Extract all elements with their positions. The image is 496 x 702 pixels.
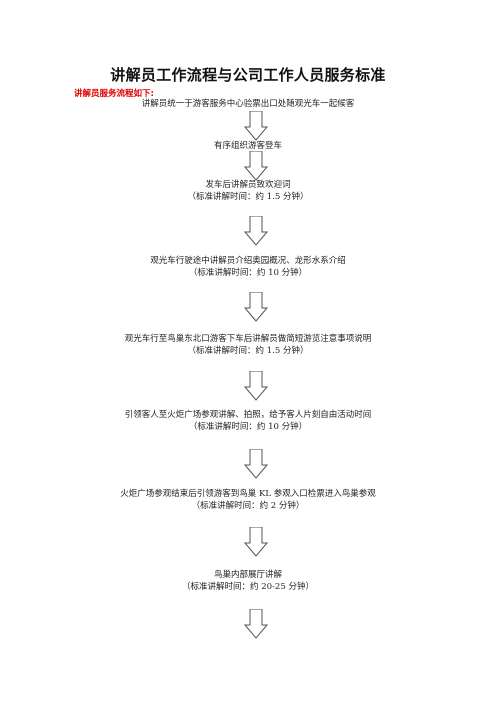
down-arrow-icon: [244, 609, 268, 639]
section-subtitle: 讲解员服务流程如下:: [74, 89, 154, 99]
step-text: 观光车行至鸟巢东北口游客下车后讲解员做简短游览注意事项说明: [124, 334, 372, 344]
down-arrow-icon: [244, 292, 268, 322]
step-duration: （标准讲解时间：约 10 分钟）: [188, 268, 308, 278]
step-duration: （标准讲解时间：约 10 分钟）: [188, 422, 308, 432]
flow-step-4: 观光车行驶途中讲解员介绍奥园概况、龙形水系介绍 （标准讲解时间：约 10 分钟）: [0, 255, 496, 279]
flow-step-5: 观光车行至鸟巢东北口游客下车后讲解员做简短游览注意事项说明 （标准讲解时间：约 …: [0, 333, 496, 357]
step-duration: （标准讲解时间：约 20-25 分钟）: [182, 582, 314, 592]
flow-step-3: 发车后讲解员致欢迎词 （标准讲解时间：约 1.5 分钟）: [0, 179, 496, 203]
flow-step-7: 火炬广场参观结束后引领游客到鸟巢 KL 参观入口检票进入鸟巢参观 （标准讲解时间…: [0, 488, 496, 512]
step-duration: （标准讲解时间：约 2 分钟）: [191, 501, 305, 511]
down-arrow-icon: [244, 371, 268, 401]
step-text: 引领客人至火炬广场参观讲解、拍照，给予客人片刻自由活动时间: [124, 410, 372, 420]
step-text: 观光车行驶途中讲解员介绍奥园概况、龙形水系介绍: [150, 256, 346, 266]
down-arrow-icon: [244, 527, 268, 557]
step-duration: （标准讲解时间：约 1.5 分钟）: [187, 192, 309, 202]
step-text: 火炬广场参观结束后引领游客到鸟巢 KL 参观入口检票进入鸟巢参观: [120, 489, 376, 499]
flow-step-8: 鸟巢内部展厅讲解 （标准讲解时间：约 20-25 分钟）: [0, 569, 496, 593]
flow-step-1: 讲解员统一于游客服务中心验票出口处随观光车一起候客: [0, 98, 496, 110]
down-arrow-icon: [244, 151, 268, 181]
step-text: 鸟巢内部展厅讲解: [213, 570, 282, 580]
document-title: 讲解员工作流程与公司工作人员服务标准: [110, 66, 386, 84]
step-duration: （标准讲解时间：约 1.5 分钟）: [187, 346, 309, 356]
down-arrow-icon: [244, 449, 268, 479]
step-text: 有序组织游客登车: [213, 141, 282, 151]
step-text: 讲解员统一于游客服务中心验票出口处随观光车一起候客: [141, 99, 355, 109]
down-arrow-icon: [244, 111, 268, 141]
down-arrow-icon: [244, 216, 268, 246]
flow-step-2: 有序组织游客登车: [0, 140, 496, 152]
step-text: 发车后讲解员致欢迎词: [205, 180, 291, 190]
flow-step-6: 引领客人至火炬广场参观讲解、拍照，给予客人片刻自由活动时间 （标准讲解时间：约 …: [0, 409, 496, 433]
